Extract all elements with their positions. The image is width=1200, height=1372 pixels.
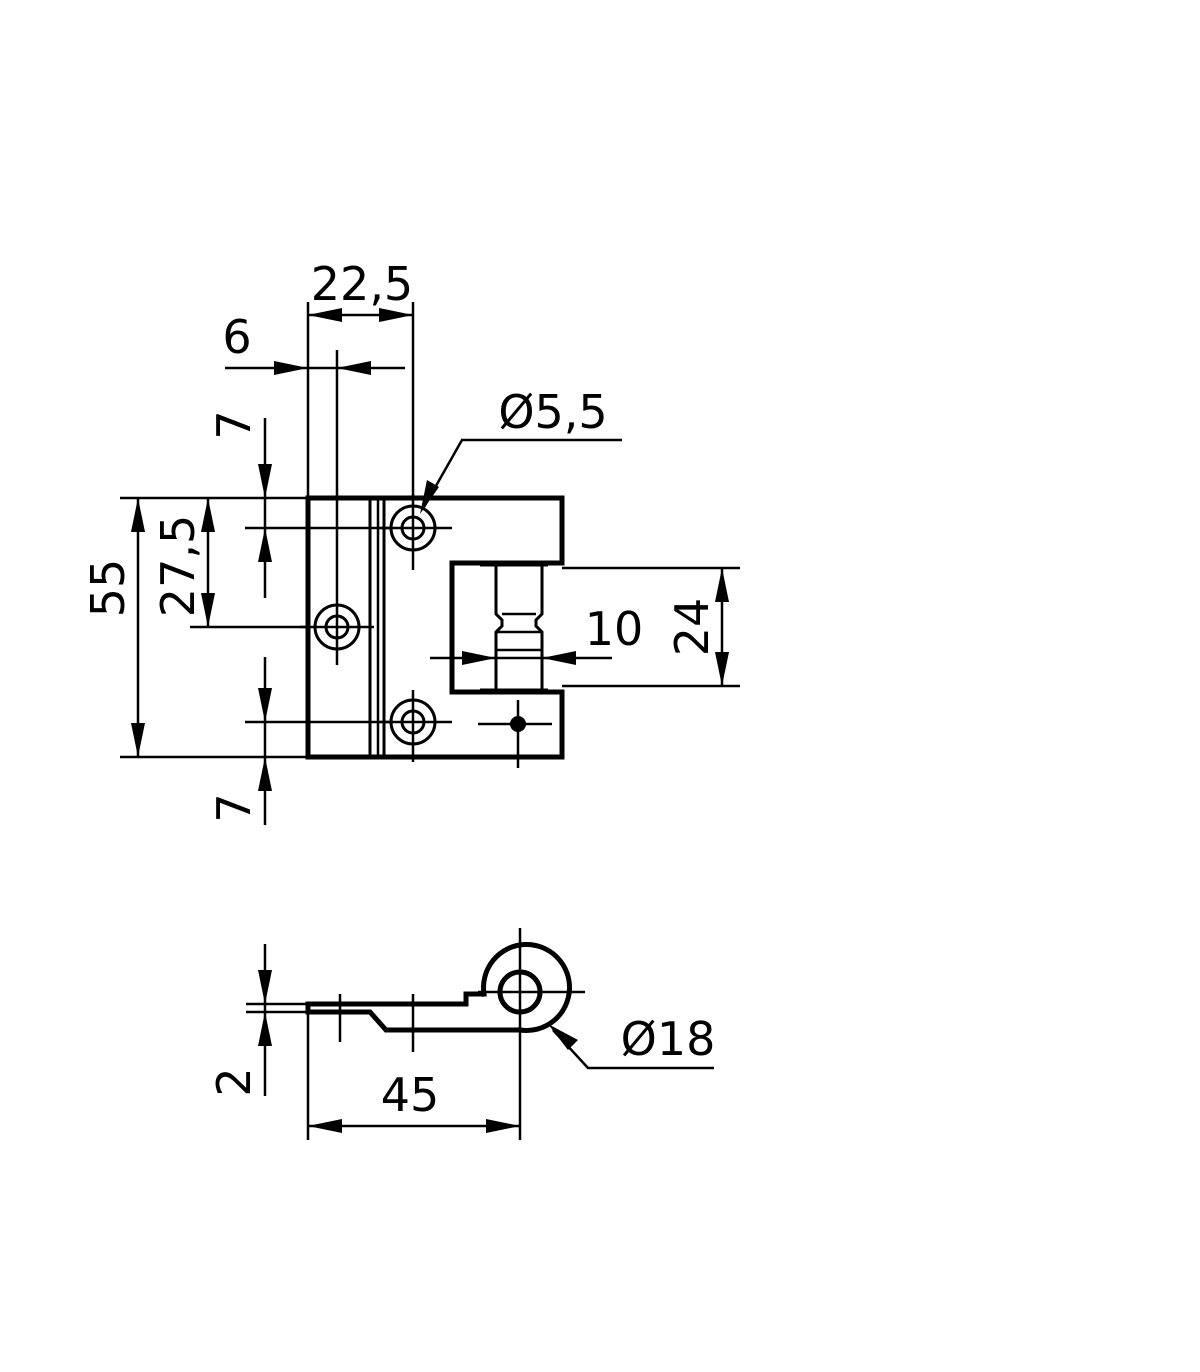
dimension-thickness: 2 [207, 944, 272, 1097]
dimension-hole-diameter: Ø5,5 [420, 385, 622, 514]
label-height-overall: 55 [81, 559, 135, 618]
pin-hole-small [478, 700, 552, 768]
label-bottom-edge: 7 [207, 793, 261, 822]
top-view: 22,5 6 7 7 55 [81, 257, 740, 825]
dimension-top-edge: 7 [207, 410, 272, 598]
mounting-hole-middle [300, 350, 374, 665]
dimension-knuckle-diameter: Ø18 [548, 1012, 716, 1070]
mounting-hole-bottom [380, 690, 452, 762]
label-thickness: 2 [207, 1067, 261, 1096]
label-knuckle-width: 10 [585, 602, 644, 656]
dimension-knuckle-height: 24 [665, 568, 729, 686]
mounting-hole-top [380, 494, 452, 570]
dimension-height-overall: 55 [81, 498, 145, 757]
dimension-knuckle-width: 10 [430, 602, 643, 665]
label-knuckle-height: 24 [665, 598, 719, 657]
label-knuckle-diameter: Ø18 [621, 1012, 716, 1066]
side-extension-lines [246, 928, 585, 1140]
hinge-profile [305, 942, 572, 1033]
label-height-half: 27,5 [151, 515, 205, 617]
hinge-knuckle [480, 563, 548, 692]
label-hole-diameter: Ø5,5 [498, 385, 607, 439]
extension-lines [120, 302, 740, 759]
dimension-length: 45 [308, 1068, 520, 1133]
side-view: 2 45 Ø18 [207, 928, 715, 1140]
label-width-overall: 22,5 [311, 257, 413, 311]
label-top-edge: 7 [207, 410, 261, 439]
dimension-edge-to-hole: 6 [222, 310, 405, 375]
label-length: 45 [381, 1068, 440, 1122]
dimension-bottom-edge: 7 [207, 657, 272, 825]
hinge-leaf-outline [305, 495, 565, 760]
dimension-width-overall: 22,5 [308, 257, 413, 322]
label-edge-to-hole: 6 [222, 310, 251, 364]
dimension-height-half: 27,5 [151, 498, 215, 627]
